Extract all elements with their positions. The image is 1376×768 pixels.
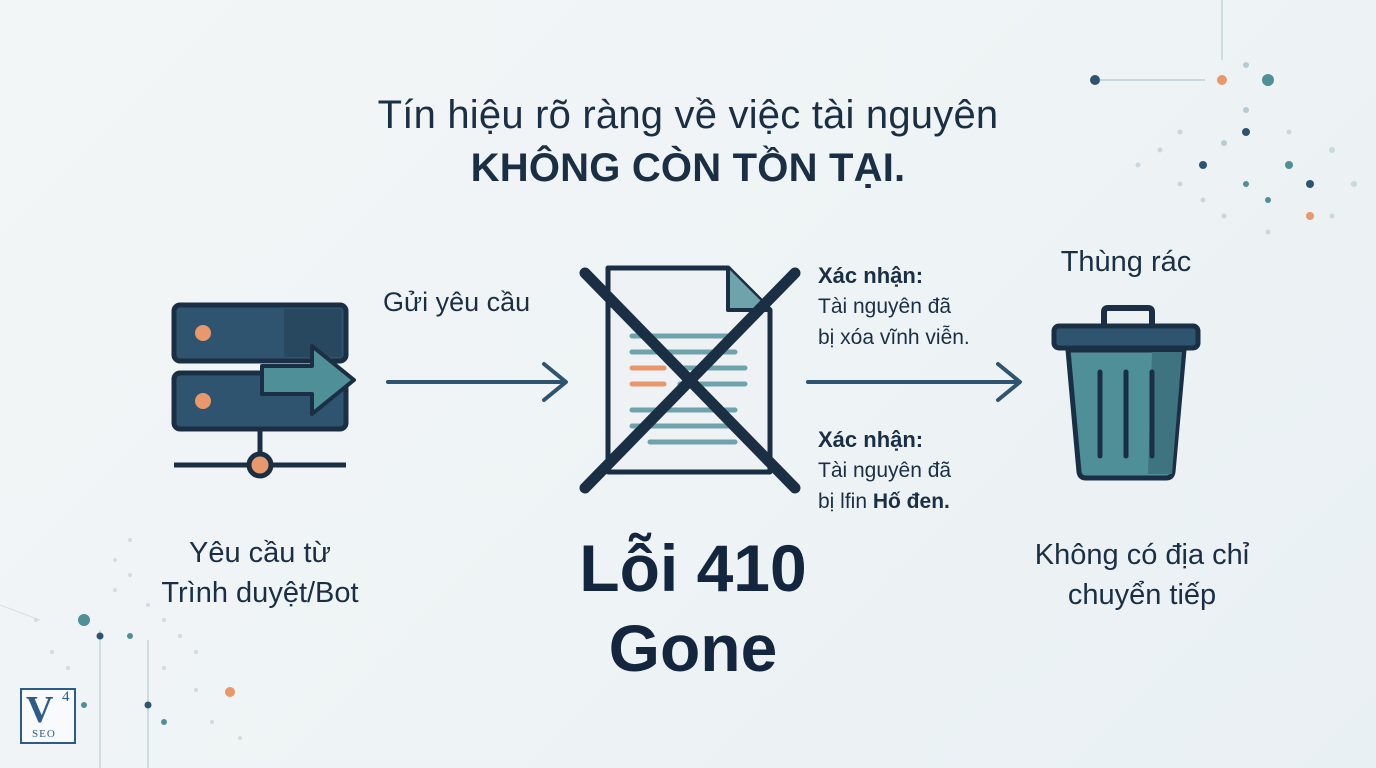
error-title-line-1: Lỗi 410 <box>579 531 807 605</box>
confirmation-black-hole-line-1: Tài nguyên đã <box>818 459 952 482</box>
confirmation-black-hole-heading: Xác nhận: <box>818 427 924 452</box>
title-line-2: KHÔNG CÒN TỒN TẠI. <box>470 146 906 190</box>
error-title: Lỗi 410 Gone <box>488 528 898 688</box>
cross-out-icon <box>579 267 801 494</box>
trash-label-line-2: chuyển tiếp <box>1067 579 1217 611</box>
server-icon <box>171 302 356 479</box>
confirmation-black-hole-line-2: bị lfin Hố đen. <box>818 486 951 517</box>
logo-text: SEO <box>32 728 56 740</box>
confirmation-black-hole: Xác nhận: Tài nguyên đã bị lfin Hố đen. <box>818 424 951 517</box>
confirmation-deleted-line-1: Tài nguyên đã <box>818 295 952 318</box>
source-label-line-1: Yêu cầu từ <box>189 537 331 569</box>
decorative-dots-bottom-left <box>0 538 242 768</box>
confirmation-deleted-line-2: bị xóa vĩnh viễn. <box>818 326 970 349</box>
error-title-line-2: Gone <box>608 611 778 685</box>
trash-label: Không có địa chỉ chuyển tiếp <box>1000 535 1284 615</box>
logo-number: 4 <box>62 689 70 705</box>
to-trash-arrow <box>806 362 1022 402</box>
trash-can-icon <box>1051 305 1201 481</box>
confirmation-black-hole-line-2-bold: Hố đen. <box>872 490 950 513</box>
trash-label-line-1: Không có địa chỉ <box>1034 539 1250 571</box>
source-label: Yêu cầu từ Trình duyệt/Bot <box>130 533 390 613</box>
send-request-label: Gửi yêu cầu <box>383 287 531 317</box>
v4seo-logo <box>20 688 76 744</box>
decorative-dots-top-right <box>1090 0 1357 235</box>
confirmation-deleted-heading: Xác nhận: <box>818 263 924 288</box>
send-request-arrow <box>386 362 568 402</box>
title-line-1: Tín hiệu rõ ràng về việc tài nguyên <box>377 93 999 137</box>
logo-letter: V <box>26 689 54 731</box>
confirmation-deleted: Xác nhận: Tài nguyên đã bị xóa vĩnh viễn… <box>818 260 970 353</box>
trash-title: Thùng rác <box>1060 246 1192 278</box>
source-label-line-2: Trình duyệt/Bot <box>161 577 359 609</box>
confirmation-black-hole-line-2-prefix: bị lfin <box>818 490 873 513</box>
